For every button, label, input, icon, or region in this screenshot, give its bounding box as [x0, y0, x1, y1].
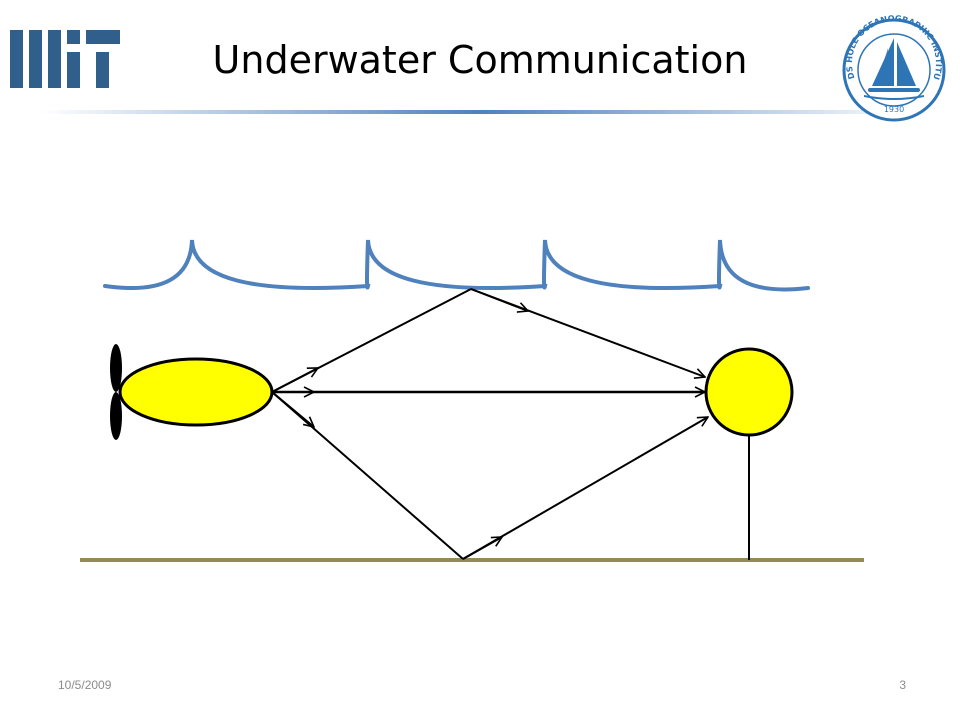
title-rule — [40, 110, 920, 114]
whoi-logo-icon: WOODS HOLE OCEANOGRAPHIC INSTITUTION 193… — [838, 12, 946, 122]
surface-waves — [103, 239, 810, 292]
footer-date: 10/5/2009 — [58, 678, 112, 692]
slide-title: Underwater Communication — [212, 38, 748, 82]
surface-reflection-down-arrow — [470, 288, 528, 311]
propeller-blade-bottom — [110, 392, 122, 440]
mit-logo-icon — [10, 30, 120, 88]
bottom-reflection-up-arrow — [462, 537, 502, 560]
auv-vehicle — [118, 357, 274, 427]
whoi-logo-year: 1930 — [884, 105, 904, 114]
footer-page-number: 3 — [899, 678, 906, 692]
receiver-buoy — [704, 347, 794, 437]
bottom-reflection-down-arrow — [271, 391, 314, 427]
propeller-blade-top — [110, 344, 122, 392]
bottom-reflection-path-up — [462, 417, 708, 560]
surface-reflection-up-arrow — [271, 367, 318, 393]
